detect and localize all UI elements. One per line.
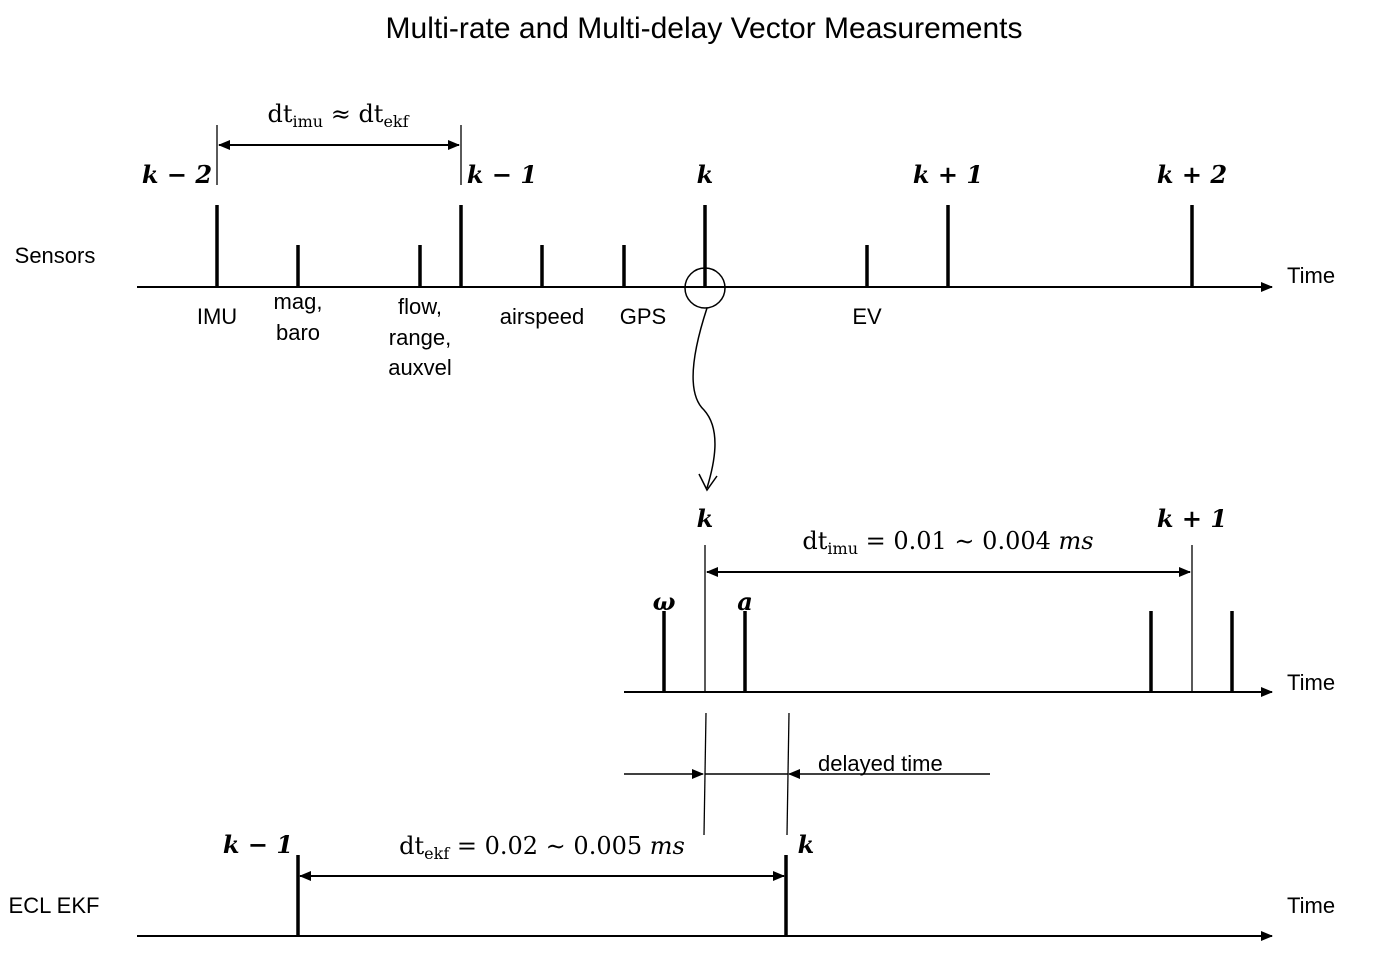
label-omega: ω <box>653 587 676 616</box>
sensors-row-label: Sensors <box>15 243 96 268</box>
zoom-circle <box>684 267 726 309</box>
label-flow: flow, <box>398 294 442 319</box>
ekf-label-k: k <box>798 830 815 859</box>
ekf-time-label: Time <box>1287 893 1335 918</box>
label-ev: EV <box>852 304 882 329</box>
label-auxvel: auxvel <box>388 355 452 380</box>
label-mag: mag, <box>274 289 323 314</box>
label-k-plus-2: k + 2 <box>1157 160 1227 189</box>
delay-indicator: delayed time <box>624 712 990 836</box>
zoom-curve <box>692 307 716 489</box>
label-accel: a <box>737 587 753 616</box>
sensors-row: Sensors Time k − 2 k − 1 k k + 1 k + 2 d… <box>15 100 1335 492</box>
label-k: k <box>697 160 714 189</box>
label-k-plus-1: k + 1 <box>913 160 983 189</box>
label-gps: GPS <box>620 304 666 329</box>
delay-label: delayed time <box>818 751 943 776</box>
label-imu: IMU <box>197 304 237 329</box>
sensors-time-label: Time <box>1287 263 1335 288</box>
imu-detail-row: Time k k + 1 dtimu = 0.01 ∼ 0.004 ms ω a <box>624 504 1335 697</box>
ekf-row: ECL EKF Time k − 1 k dtekf = 0.02 ∼ 0.00… <box>9 830 1335 941</box>
label-k-minus-1: k − 1 <box>467 160 537 189</box>
ekf-row-label: ECL EKF <box>9 893 100 918</box>
zoom-curve-arrowhead <box>698 473 718 492</box>
interval-label: dtimu ≈ dtekf <box>267 100 409 131</box>
label-range: range, <box>389 325 451 350</box>
ekf-interval-label: dtekf = 0.02 ∼ 0.005 ms <box>399 832 685 863</box>
label-airspeed: airspeed <box>500 304 584 329</box>
detail-interval-label: dtimu = 0.01 ∼ 0.004 ms <box>802 527 1093 558</box>
ekf-label-k-minus-1: k − 1 <box>223 830 293 859</box>
detail-label-k-plus-1: k + 1 <box>1157 504 1227 533</box>
imu-detail-time-label: Time <box>1287 670 1335 695</box>
detail-label-k: k <box>697 504 714 533</box>
diagram-title: Multi-rate and Multi-delay Vector Measur… <box>386 12 1023 45</box>
label-k-minus-2: k − 2 <box>142 160 212 189</box>
label-baro: baro <box>276 320 320 345</box>
